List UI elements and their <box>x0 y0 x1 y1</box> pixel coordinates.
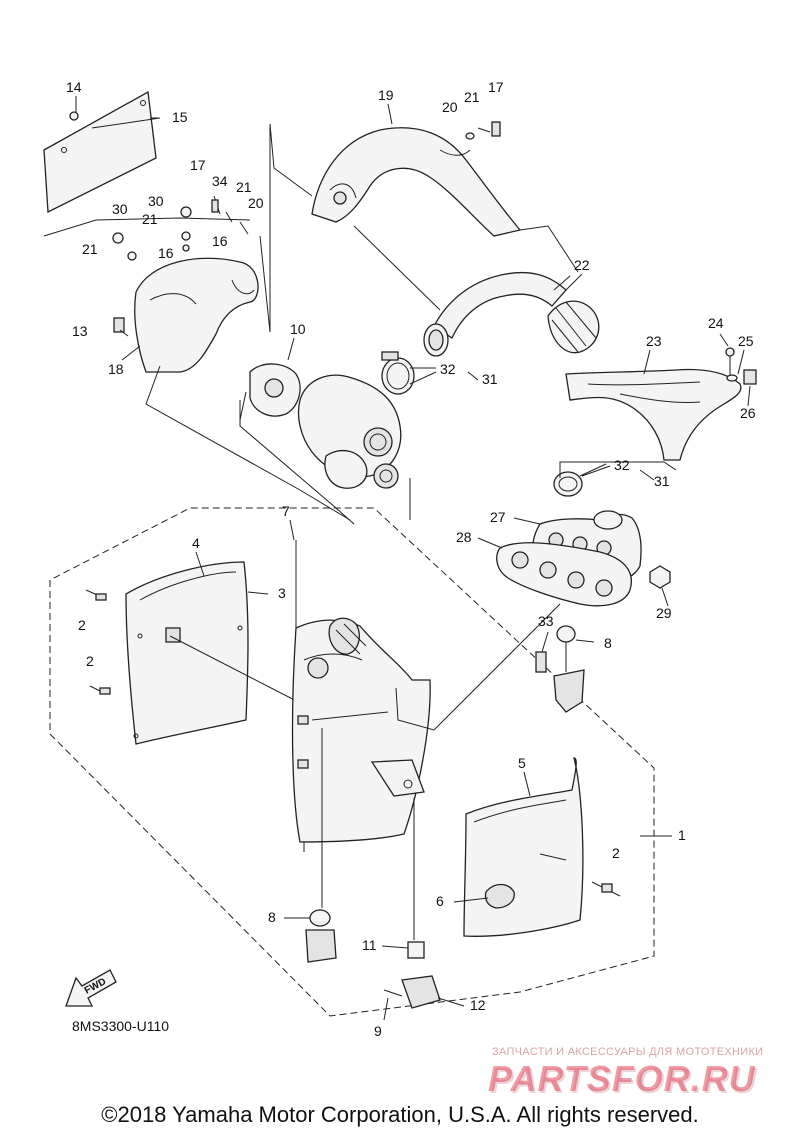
callout-17: 17 <box>190 157 206 173</box>
callout-20: 20 <box>248 195 264 211</box>
fastener-stack <box>69 111 249 261</box>
turbocharger-part <box>239 363 402 489</box>
right-shield-part <box>463 757 584 937</box>
callout-2: 2 <box>612 845 620 861</box>
left-shield-part <box>125 561 249 745</box>
clamp-lower <box>553 463 607 497</box>
mount-right-middle <box>553 625 585 713</box>
callout-24: 24 <box>708 315 724 331</box>
callout-30: 30 <box>148 193 164 209</box>
callout-10: 10 <box>290 321 306 337</box>
callout-28: 28 <box>456 529 472 545</box>
callout-7: 7 <box>282 503 290 519</box>
callout-15: 15 <box>172 109 188 125</box>
clamp-upper <box>381 351 415 395</box>
callout-17: 17 <box>488 79 504 95</box>
callout-18: 18 <box>108 361 124 377</box>
callout-23: 23 <box>646 333 662 349</box>
manifold-cover-part <box>565 368 742 461</box>
air-duct-part <box>311 127 522 237</box>
callout-33: 33 <box>538 613 554 629</box>
callout-4: 4 <box>192 535 200 551</box>
callout-11: 11 <box>362 937 377 953</box>
callout-19: 19 <box>378 87 394 103</box>
callout-31: 31 <box>654 473 670 489</box>
watermark-logo: PARTSFOR.RU <box>488 1058 756 1099</box>
callout-12: 12 <box>470 997 486 1013</box>
callout-2: 2 <box>86 653 94 669</box>
screw-2-left-bottom <box>89 685 111 695</box>
plate-part <box>43 90 161 214</box>
diagram-code: 8MS3300-U110 <box>72 1018 170 1034</box>
bolt-set-top <box>465 121 501 140</box>
callout-21: 21 <box>142 211 158 227</box>
fwd-arrow-icon <box>65 969 117 1007</box>
fastener-24-25-26 <box>725 347 757 385</box>
nut-29 <box>649 565 671 589</box>
callout-8: 8 <box>268 909 276 925</box>
callout-26: 26 <box>740 405 756 421</box>
callout-29: 29 <box>656 605 672 621</box>
callout-21: 21 <box>82 241 98 257</box>
callout-leaders <box>75 96 751 1021</box>
bolt-33 <box>535 651 547 673</box>
callout-22: 22 <box>574 257 590 273</box>
mount-lower-left <box>305 909 337 963</box>
callout-labels: 1 2 2 2 3 4 5 6 7 8 8 9 10 11 12 13 14 1… <box>66 79 756 1039</box>
gasket-part <box>496 542 632 607</box>
muffler-bracket <box>370 759 425 797</box>
callout-13: 13 <box>72 323 88 339</box>
screw-2-left-top <box>85 589 107 601</box>
callout-32: 32 <box>614 457 630 473</box>
callout-6: 6 <box>436 893 444 909</box>
copyright-notice: ©2018 Yamaha Motor Corporation, U.S.A. A… <box>101 1102 699 1127</box>
muffler-part <box>291 617 431 852</box>
callout-25: 25 <box>738 333 754 349</box>
callout-9: 9 <box>374 1023 382 1039</box>
heat-shield-part <box>113 257 259 373</box>
callout-27: 27 <box>490 509 506 525</box>
callout-16: 16 <box>158 245 174 261</box>
callout-5: 5 <box>518 755 526 771</box>
lower-bracket-part <box>383 941 441 1009</box>
callout-30: 30 <box>112 201 128 217</box>
callout-21: 21 <box>464 89 480 105</box>
screw-2-right <box>591 881 621 897</box>
callout-1: 1 <box>678 827 686 843</box>
callout-3: 3 <box>278 585 286 601</box>
callout-16: 16 <box>212 233 228 249</box>
callout-34: 34 <box>212 173 228 189</box>
callout-21: 21 <box>236 179 252 195</box>
callout-20: 20 <box>442 99 458 115</box>
callout-31: 31 <box>482 371 498 387</box>
callout-14: 14 <box>66 79 82 95</box>
intake-pipe-part <box>423 271 600 357</box>
callout-32: 32 <box>440 361 456 377</box>
callout-2: 2 <box>78 617 86 633</box>
callout-8: 8 <box>604 635 612 651</box>
watermark-tagline: ЗАПЧАСТИ И АКСЕССУАРЫ ДЛЯ МОТОТЕХНИКИ <box>492 1046 764 1058</box>
